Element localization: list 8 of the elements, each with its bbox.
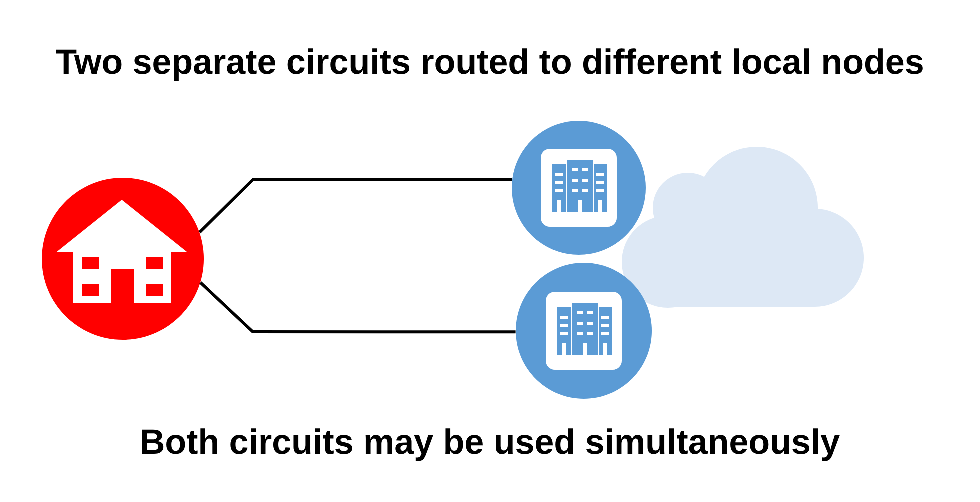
connector-line xyxy=(198,178,512,234)
office-building-icon xyxy=(516,263,652,399)
title: Two separate circuits routed to different local nodes xyxy=(56,48,923,82)
caption: Both circuits may be used simultaneously xyxy=(142,428,840,462)
office-building-icon xyxy=(512,121,646,255)
connector-line xyxy=(200,282,516,334)
house-icon xyxy=(42,178,204,340)
cloud xyxy=(622,147,864,308)
